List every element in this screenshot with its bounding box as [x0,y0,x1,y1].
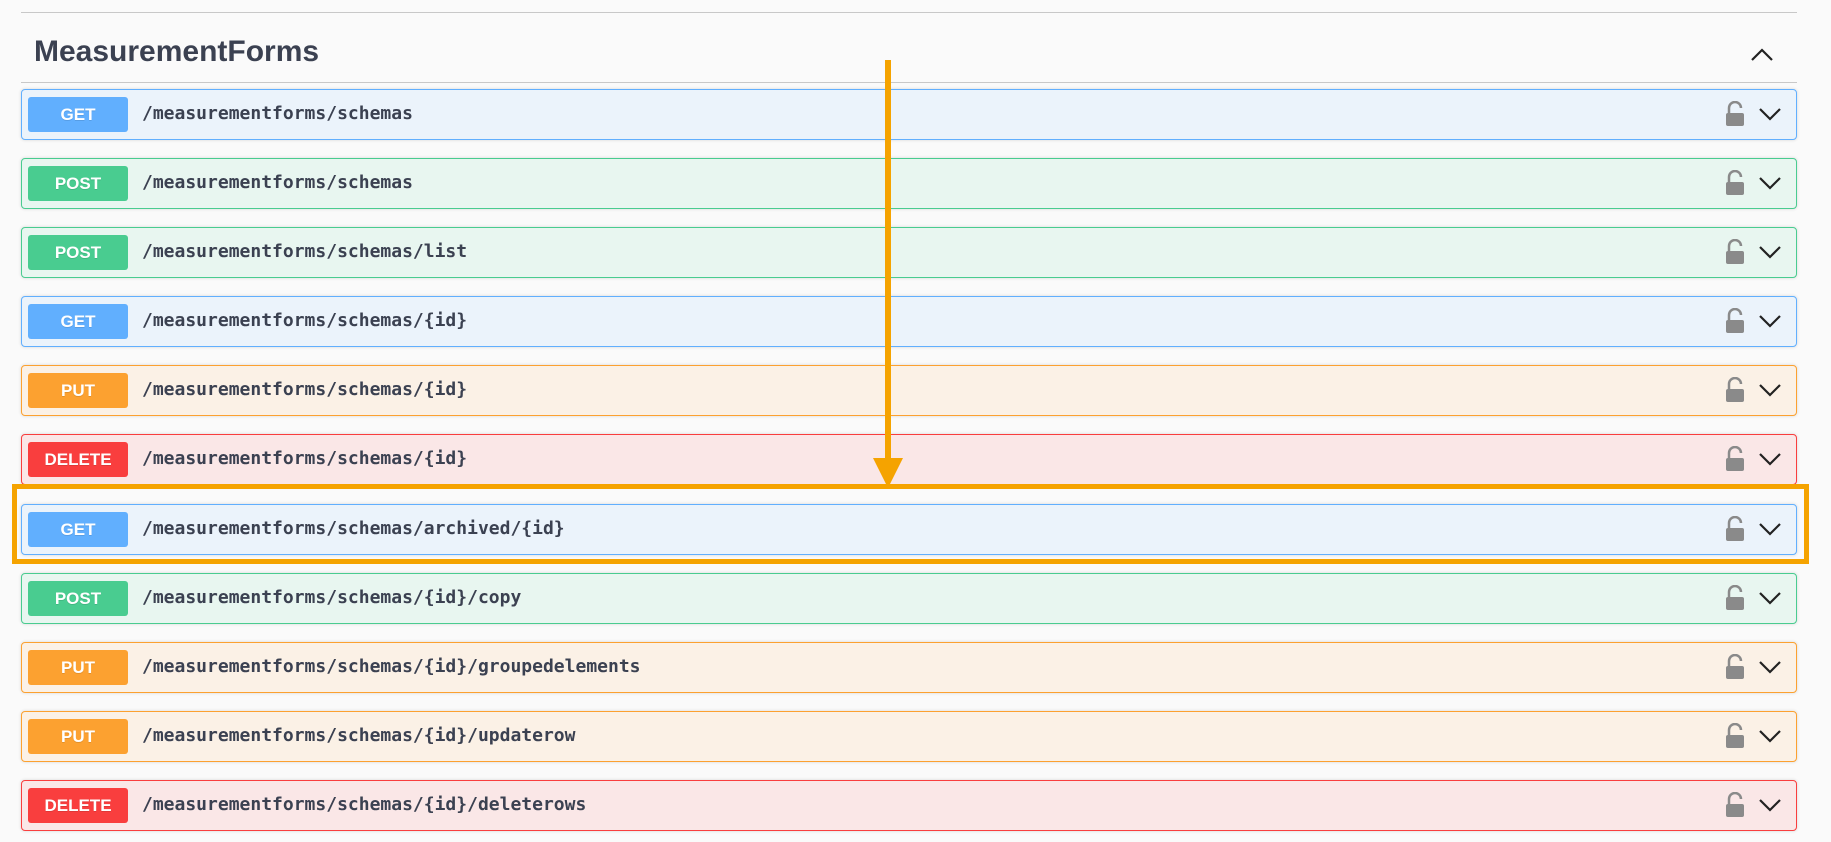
unlock-icon[interactable] [1724,516,1746,542]
unlock-icon[interactable] [1724,377,1746,403]
unlock-icon[interactable] [1724,585,1746,611]
operation-post[interactable]: POST/measurementforms/schemas/{id}/copy [21,573,1797,624]
method-badge: DELETE [28,788,128,823]
chevron-down-icon[interactable] [1758,174,1782,192]
operation-put[interactable]: PUT/measurementforms/schemas/{id} [21,365,1797,416]
operation-path: /measurementforms/schemas/{id} [142,448,468,469]
operation-put[interactable]: PUT/measurementforms/schemas/{id}/groupe… [21,642,1797,693]
operation-get[interactable]: GET/measurementforms/schemas/archived/{i… [21,504,1797,555]
operation-path: /measurementforms/schemas/{id} [142,310,468,331]
operation-path: /measurementforms/schemas/{id}/updaterow [142,725,576,746]
method-badge: POST [28,166,128,201]
operation-path: /measurementforms/schemas/{id}/groupedel… [142,656,641,677]
unlock-icon[interactable] [1724,239,1746,265]
chevron-down-icon[interactable] [1758,796,1782,814]
operation-put[interactable]: PUT/measurementforms/schemas/{id}/update… [21,711,1797,762]
operation-delete[interactable]: DELETE/measurementforms/schemas/{id} [21,434,1797,485]
method-badge: POST [28,235,128,270]
operation-delete[interactable]: DELETE/measurementforms/schemas/{id}/del… [21,780,1797,831]
method-badge: PUT [28,373,128,408]
chevron-down-icon[interactable] [1758,520,1782,538]
chevron-down-icon[interactable] [1758,312,1782,330]
operation-path: /measurementforms/schemas/archived/{id} [142,518,565,539]
operation-post[interactable]: POST/measurementforms/schemas/list [21,227,1797,278]
unlock-icon[interactable] [1724,308,1746,334]
chevron-down-icon[interactable] [1758,450,1782,468]
chevron-down-icon[interactable] [1758,105,1782,123]
method-badge: POST [28,581,128,616]
unlock-icon[interactable] [1724,654,1746,680]
operation-path: /measurementforms/schemas/{id}/deleterow… [142,794,587,815]
section-title: MeasurementForms [34,35,320,68]
operation-path: /measurementforms/schemas [142,103,413,124]
chevron-down-icon[interactable] [1758,381,1782,399]
method-badge: GET [28,97,128,132]
unlock-icon[interactable] [1724,170,1746,196]
unlock-icon[interactable] [1724,101,1746,127]
operation-get[interactable]: GET/measurementforms/schemas/{id} [21,296,1797,347]
measurementforms-section: MeasurementForms [21,12,1797,83]
operation-path: /measurementforms/schemas/{id} [142,379,468,400]
method-badge: GET [28,512,128,547]
operation-post[interactable]: POST/measurementforms/schemas [21,158,1797,209]
section-header[interactable]: MeasurementForms [21,13,1797,83]
method-badge: PUT [28,719,128,754]
operation-path: /measurementforms/schemas [142,172,413,193]
unlock-icon[interactable] [1724,446,1746,472]
operation-path: /measurementforms/schemas/{id}/copy [142,587,522,608]
chevron-down-icon[interactable] [1758,658,1782,676]
chevron-down-icon[interactable] [1758,589,1782,607]
operation-get[interactable]: GET/measurementforms/schemas [21,89,1797,140]
operation-path: /measurementforms/schemas/list [142,241,468,262]
chevron-down-icon[interactable] [1758,727,1782,745]
method-badge: GET [28,304,128,339]
unlock-icon[interactable] [1724,792,1746,818]
unlock-icon[interactable] [1724,723,1746,749]
method-badge: DELETE [28,442,128,477]
chevron-down-icon[interactable] [1758,243,1782,261]
chevron-up-icon[interactable] [1749,45,1775,65]
method-badge: PUT [28,650,128,685]
